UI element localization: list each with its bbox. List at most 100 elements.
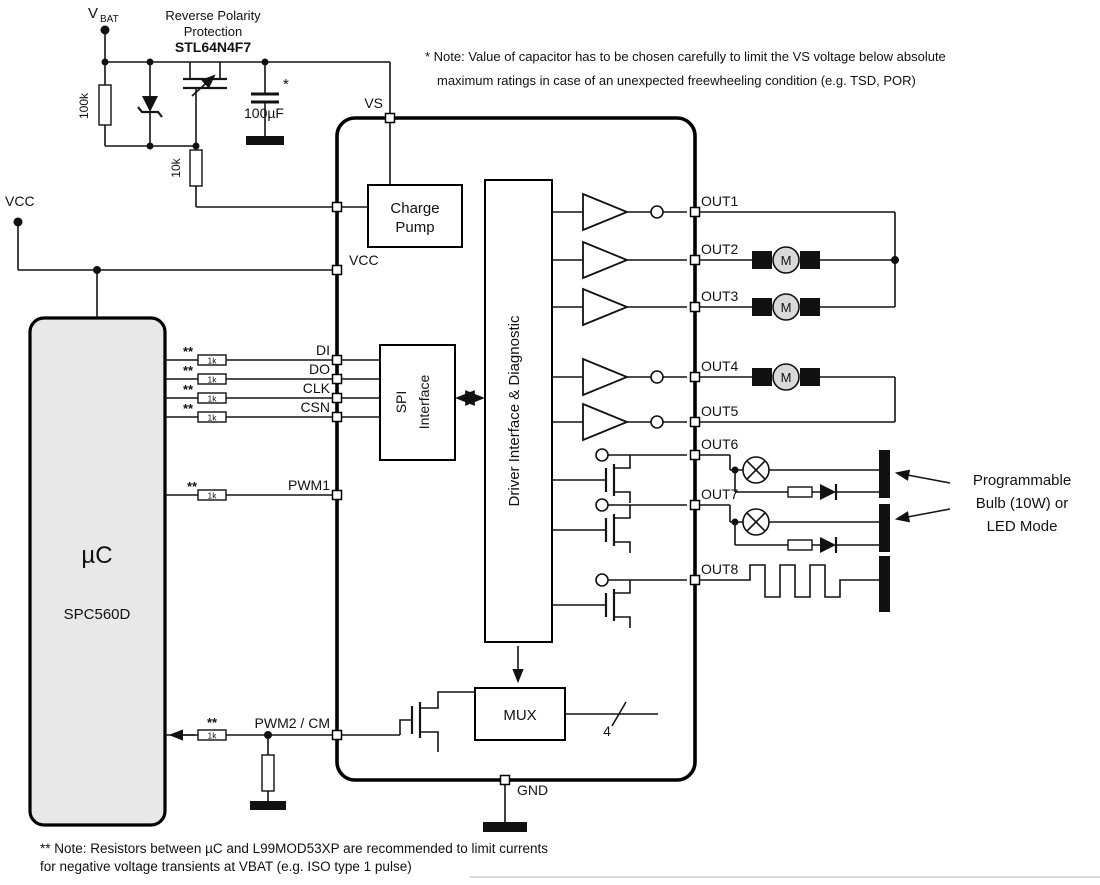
out2-label: OUT2 — [701, 241, 739, 257]
junction-dot — [264, 731, 272, 739]
double-star-marker: ** — [183, 401, 194, 416]
mcu-block — [28, 316, 167, 827]
pin-out3 — [689, 301, 701, 313]
pin-gnd — [499, 774, 511, 786]
csn-pin-label: CSN — [300, 399, 330, 415]
pin-out1 — [689, 206, 701, 218]
buffer-triangle-icon — [582, 240, 630, 280]
vs-pin-label: VS — [364, 95, 383, 111]
junction-dot — [261, 58, 269, 66]
junction-dot — [192, 142, 200, 150]
diode-icon — [820, 484, 838, 500]
pin-pwm2 — [331, 729, 343, 741]
junction-dot — [101, 58, 109, 66]
motor-icon: M — [752, 246, 820, 274]
out8-label: OUT8 — [701, 561, 739, 577]
res-note-line1: ** Note: Resistors between µC and L99MOD… — [40, 841, 548, 856]
reverse-polarity-label-1: Reverse Polarity — [165, 8, 261, 23]
pin-di — [331, 354, 343, 366]
output-buffers — [582, 192, 630, 442]
junction-dots — [13, 25, 899, 739]
pwm1-pin-label: PWM1 — [288, 477, 330, 493]
driver-block-label: Driver Interface & Diagnostic — [506, 315, 523, 506]
lowside-mosfet-icon — [604, 455, 631, 503]
pin-out4 — [689, 371, 701, 383]
diode-icon — [820, 537, 838, 553]
capacitor-icon — [251, 92, 279, 104]
do-pin-label: DO — [309, 361, 330, 377]
led-resistor-icon — [787, 486, 813, 498]
vbat-sub-label: BAT — [100, 14, 119, 25]
reverse-polarity-mosfet-icon — [183, 62, 227, 97]
node-circle — [595, 498, 609, 512]
gnd-pin-label: GND — [517, 782, 548, 798]
pin-vcc — [331, 264, 343, 276]
node-circle — [650, 370, 664, 384]
node-circles — [595, 205, 664, 587]
cap-star-label: * — [283, 76, 289, 93]
double-star-marker: ** — [183, 382, 194, 397]
pin-vs — [384, 112, 396, 124]
resistor-icon — [261, 754, 275, 792]
out7-label: OUT7 — [701, 486, 739, 502]
resistor-1k-value: 1k — [208, 356, 218, 366]
resistor-1k-value: 1k — [208, 731, 218, 741]
pin-csn — [331, 411, 343, 423]
series-resistors-1k — [197, 354, 227, 741]
motor-label: M — [781, 253, 792, 268]
junction-dot — [731, 466, 739, 474]
charge-pump-label-1: Charge — [390, 200, 439, 217]
mode-label-1: Programmable — [973, 472, 1071, 489]
out6-label: OUT6 — [701, 436, 739, 452]
node-circle — [650, 415, 664, 429]
buffer-triangle-icon — [582, 357, 630, 397]
vcc-terminal-dot — [13, 217, 23, 227]
resistor-1k-value: 1k — [208, 413, 218, 423]
terminal-bar — [879, 504, 890, 552]
mode-callout-arrow-out6 — [894, 469, 951, 484]
buffer-triangle-icon — [582, 192, 630, 232]
spi-interface-block — [379, 344, 456, 461]
vcc-pin-label: VCC — [349, 252, 379, 268]
ground-icon — [246, 136, 284, 145]
pin-out5 — [689, 416, 701, 428]
buffer-triangle-icon — [582, 287, 630, 327]
buffer-triangle-icon — [582, 402, 630, 442]
pin-clk — [331, 392, 343, 404]
motor-label: M — [781, 300, 792, 315]
junction-dot — [93, 266, 101, 274]
bulb-icon — [742, 456, 770, 484]
mux-block — [474, 687, 566, 741]
mcu-part-label: SPC560D — [64, 606, 131, 623]
bulb-icon — [742, 508, 770, 536]
resistor-1k-value: 1k — [208, 375, 218, 385]
led-resistor-icon — [787, 539, 813, 551]
motor-icon: M — [752, 363, 820, 391]
ic-internal-wires — [341, 123, 687, 822]
resistor-1k-icon — [197, 392, 227, 404]
charge-pump-block — [367, 184, 463, 248]
fet-part-label: STL64N4F7 — [175, 39, 251, 55]
spi-block-label-1: SPI — [393, 391, 409, 414]
junction-dot — [891, 256, 899, 264]
resistor-1k-value: 1k — [208, 394, 218, 404]
clk-pin-label: CLK — [303, 380, 331, 396]
pin-out2 — [689, 254, 701, 266]
double-star-marker: ** — [183, 363, 194, 378]
junction-dot — [146, 142, 154, 150]
ground-icon — [483, 822, 527, 832]
lowside-mosfet-icon — [604, 505, 631, 553]
mode-label-2: Bulb (10W) or — [976, 495, 1069, 512]
motor-label: M — [781, 370, 792, 385]
vbat-label: V — [88, 5, 98, 22]
pin-do — [331, 373, 343, 385]
resistor-1k-icon — [197, 354, 227, 366]
pin-out8 — [689, 574, 701, 586]
junction-dot — [146, 58, 154, 66]
double-star-marker: ** — [187, 479, 198, 494]
resistor-1k-icon — [197, 373, 227, 385]
di-pin-label: DI — [316, 342, 330, 358]
cap-value-label: 100µF — [244, 105, 284, 121]
pwm-waveform-icon — [745, 564, 879, 598]
